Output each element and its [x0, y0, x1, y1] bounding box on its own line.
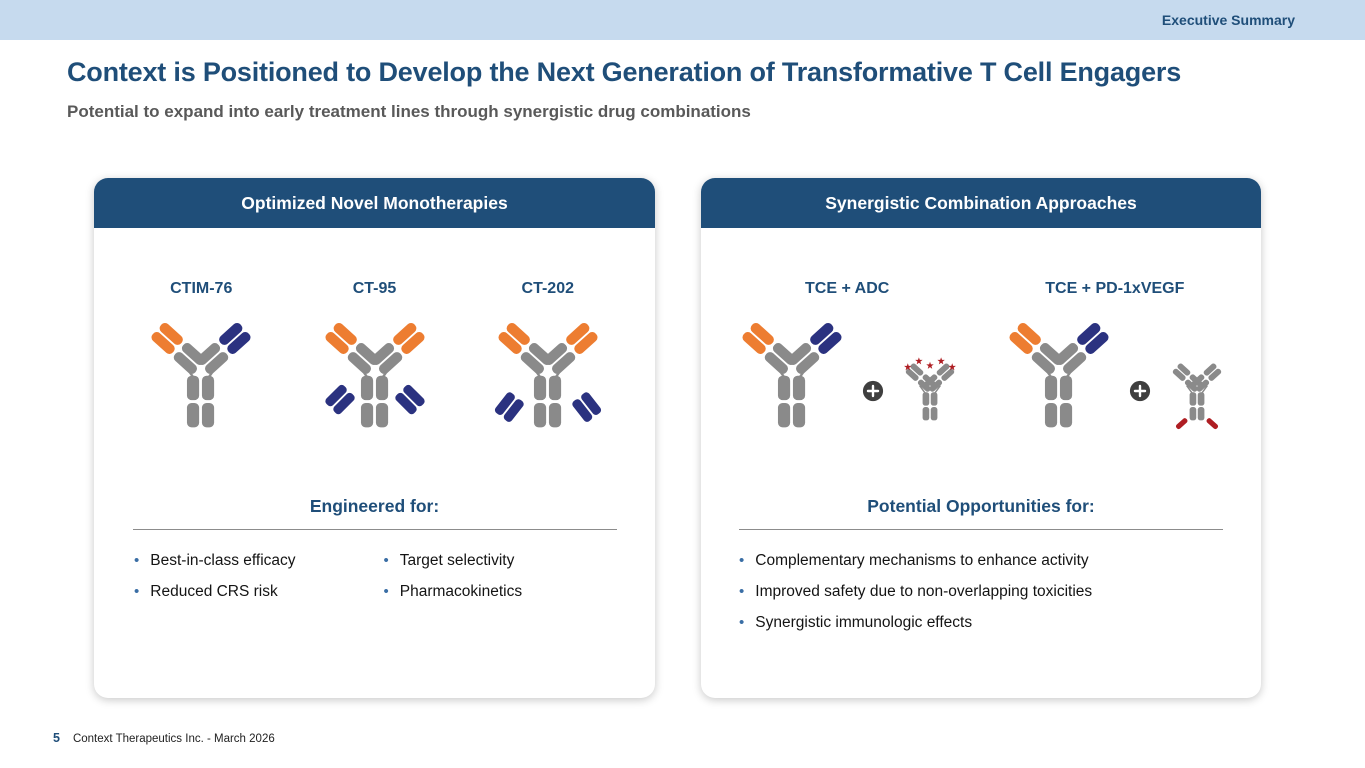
section-heading: Potential Opportunities for:: [867, 496, 1095, 516]
molecule-label: CT-95: [352, 280, 397, 297]
combinations-card-header: Synergistic Combination Approaches: [701, 178, 1261, 228]
combo-column-tce-pd1xvegf: TCE + PD-1xVEGF: [993, 280, 1236, 432]
combo-column-tce-adc: TCE + ADC: [726, 280, 969, 432]
monotherapies-card: Optimized Novel Monotherapies CTIM-76 CT…: [94, 178, 655, 698]
bullet-item: • Target selectivity: [384, 552, 634, 570]
bullet-text: Target selectivity: [399, 552, 515, 569]
antibody-ctim76-icon: [148, 319, 254, 429]
divider: [739, 529, 1223, 530]
plus-icon: [1130, 380, 1151, 402]
bullet-marker: •: [739, 614, 745, 631]
footer: 5 Context Therapeutics Inc. - March 2026: [53, 731, 275, 745]
bullet-item: • Reduced CRS risk: [134, 583, 384, 601]
combo-label: TCE + PD-1xVEGF: [1045, 280, 1185, 297]
bullet-item: • Complementary mechanisms to enhance act…: [739, 552, 1239, 570]
monotherapies-card-header: Optimized Novel Monotherapies: [94, 178, 655, 228]
molecule-column-ctim76: CTIM-76: [135, 280, 267, 432]
bullet-marker: •: [739, 583, 745, 600]
bullet-marker: •: [739, 552, 745, 569]
bullet-text: Improved safety due to non-overlapping t…: [755, 583, 1093, 600]
bullet-text: Reduced CRS risk: [150, 583, 278, 600]
section-tag-label: Executive Summary: [1161, 12, 1295, 28]
bullet-marker: •: [134, 552, 140, 569]
bullet-item: • Best-in-class efficacy: [134, 552, 384, 570]
bullet-marker: •: [383, 583, 389, 600]
molecule-row: CTIM-76 CT-95 CT-202: [94, 280, 655, 432]
combo-icons: [726, 314, 969, 432]
bullet-item: • Synergistic immunologic effects: [739, 614, 1239, 632]
divider: [132, 529, 617, 530]
antibody-ct202-icon: [494, 319, 601, 429]
footer-text: Context Therapeutics Inc. - March 2026: [72, 733, 275, 745]
bullet-marker: •: [134, 583, 140, 600]
molecule-column-ct202: CT-202: [482, 280, 614, 432]
combo-row: TCE + ADC: [701, 280, 1261, 432]
bullet-text: Synergistic immunologic effects: [755, 614, 973, 631]
bullet-marker: •: [383, 552, 389, 569]
bullet-list: • Complementary mechanisms to enhance act…: [701, 552, 1261, 632]
tce-antibody-icon: [739, 319, 845, 429]
combo-label: TCE + ADC: [805, 280, 890, 297]
page-number: 5: [53, 731, 60, 745]
antibody-ct95-icon: [321, 319, 428, 429]
bullet-text: Pharmacokinetics: [399, 583, 523, 600]
tce-antibody-icon: [1006, 319, 1112, 429]
bullet-list: • Best-in-class efficacy • Target selectiv…: [94, 552, 655, 614]
bullet-item: • Improved safety due to non-overlapping …: [739, 583, 1239, 601]
combo-icons: [993, 314, 1236, 432]
adc-antibody-icon: [903, 357, 956, 422]
section-heading: Engineered for:: [309, 496, 440, 516]
bullet-text: Complementary mechanisms to enhance acti…: [755, 552, 1089, 569]
top-strip: Executive Summary: [0, 0, 1365, 40]
bullet-item: • Pharmacokinetics: [384, 583, 634, 601]
molecule-column-ct95: CT-95: [309, 280, 441, 432]
pd1xvegf-antibody-icon: [1171, 361, 1224, 430]
combinations-card: Synergistic Combination Approaches TCE +…: [701, 178, 1261, 698]
molecule-label: CT-202: [521, 280, 574, 297]
slide-subtitle: Potential to expand into early treatment…: [67, 102, 751, 121]
slide-title: Context is Positioned to Develop the Nex…: [67, 57, 1182, 87]
molecule-label: CTIM-76: [170, 280, 233, 297]
bullet-text: Best-in-class efficacy: [150, 552, 296, 569]
plus-icon: [862, 380, 883, 402]
